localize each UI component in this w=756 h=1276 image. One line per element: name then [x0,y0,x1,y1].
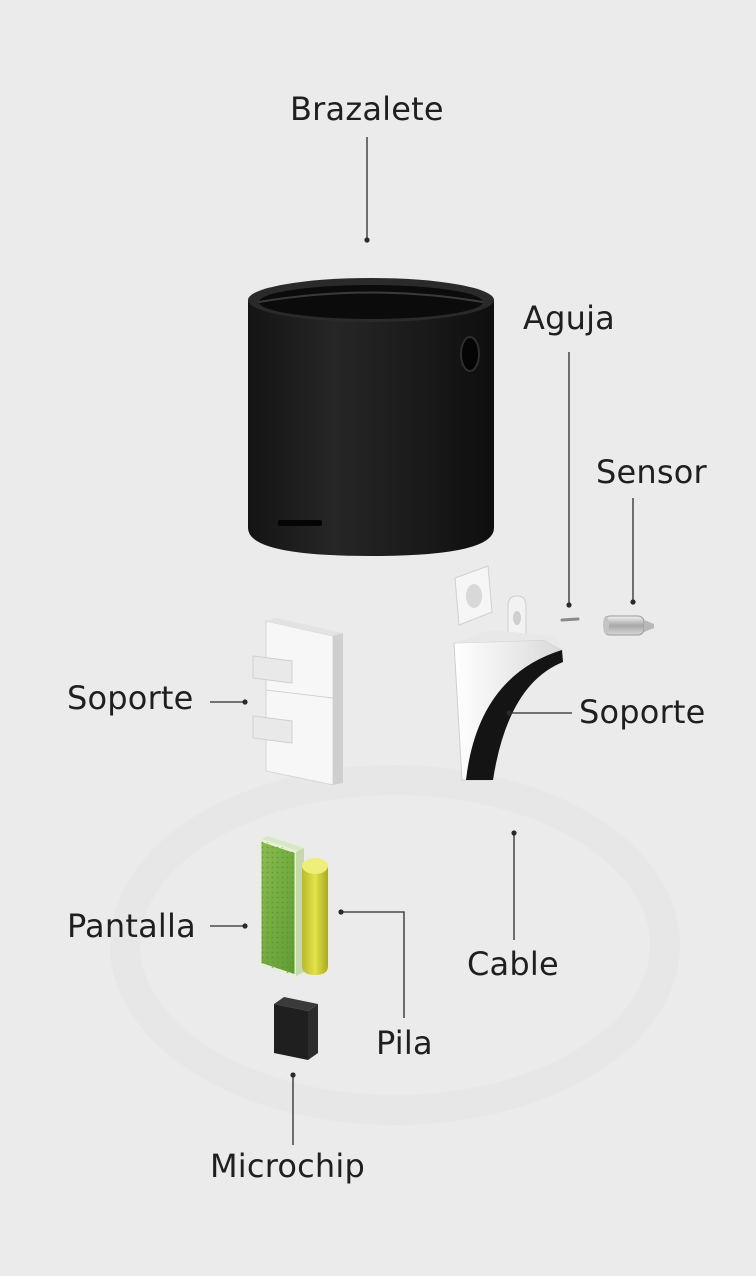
sensor-part [603,615,654,636]
bracelet-part [248,278,494,556]
battery-part [302,858,328,975]
label-brazalete: Brazalete [290,90,444,128]
label-sensor: Sensor [596,453,707,491]
microchip-part [274,997,318,1060]
label-soporte-right: Soporte [579,693,706,731]
label-pila: Pila [376,1024,433,1062]
background-ring [110,765,680,1125]
label-soporte-left: Soporte [67,679,194,717]
label-aguja: Aguja [523,299,615,337]
right-support-part [453,565,564,781]
label-microchip: Microchip [210,1147,366,1185]
left-support-part [252,618,343,786]
label-cable: Cable [467,945,559,983]
leader-lines [210,137,636,1145]
display-part [258,836,304,979]
needle-part [560,617,580,622]
label-pantalla: Pantalla [67,907,196,945]
